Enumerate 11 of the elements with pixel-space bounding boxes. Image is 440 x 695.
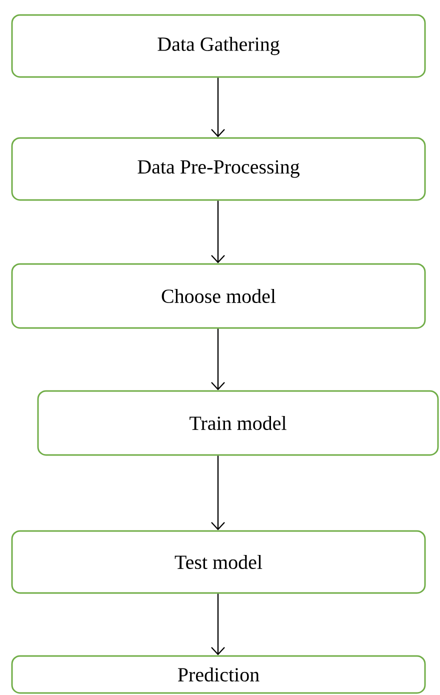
arrow bbox=[211, 200, 225, 264]
process-box: Choose model bbox=[11, 263, 426, 329]
process-box: Prediction bbox=[11, 655, 426, 694]
process-box: Data Gathering bbox=[11, 14, 426, 78]
arrow bbox=[211, 328, 225, 390]
arrow bbox=[211, 594, 225, 656]
arrow bbox=[211, 78, 225, 138]
process-box: Data Pre-Processing bbox=[11, 137, 426, 201]
arrow bbox=[211, 456, 225, 530]
process-box: Train model bbox=[37, 390, 439, 456]
process-box: Test model bbox=[11, 530, 426, 594]
